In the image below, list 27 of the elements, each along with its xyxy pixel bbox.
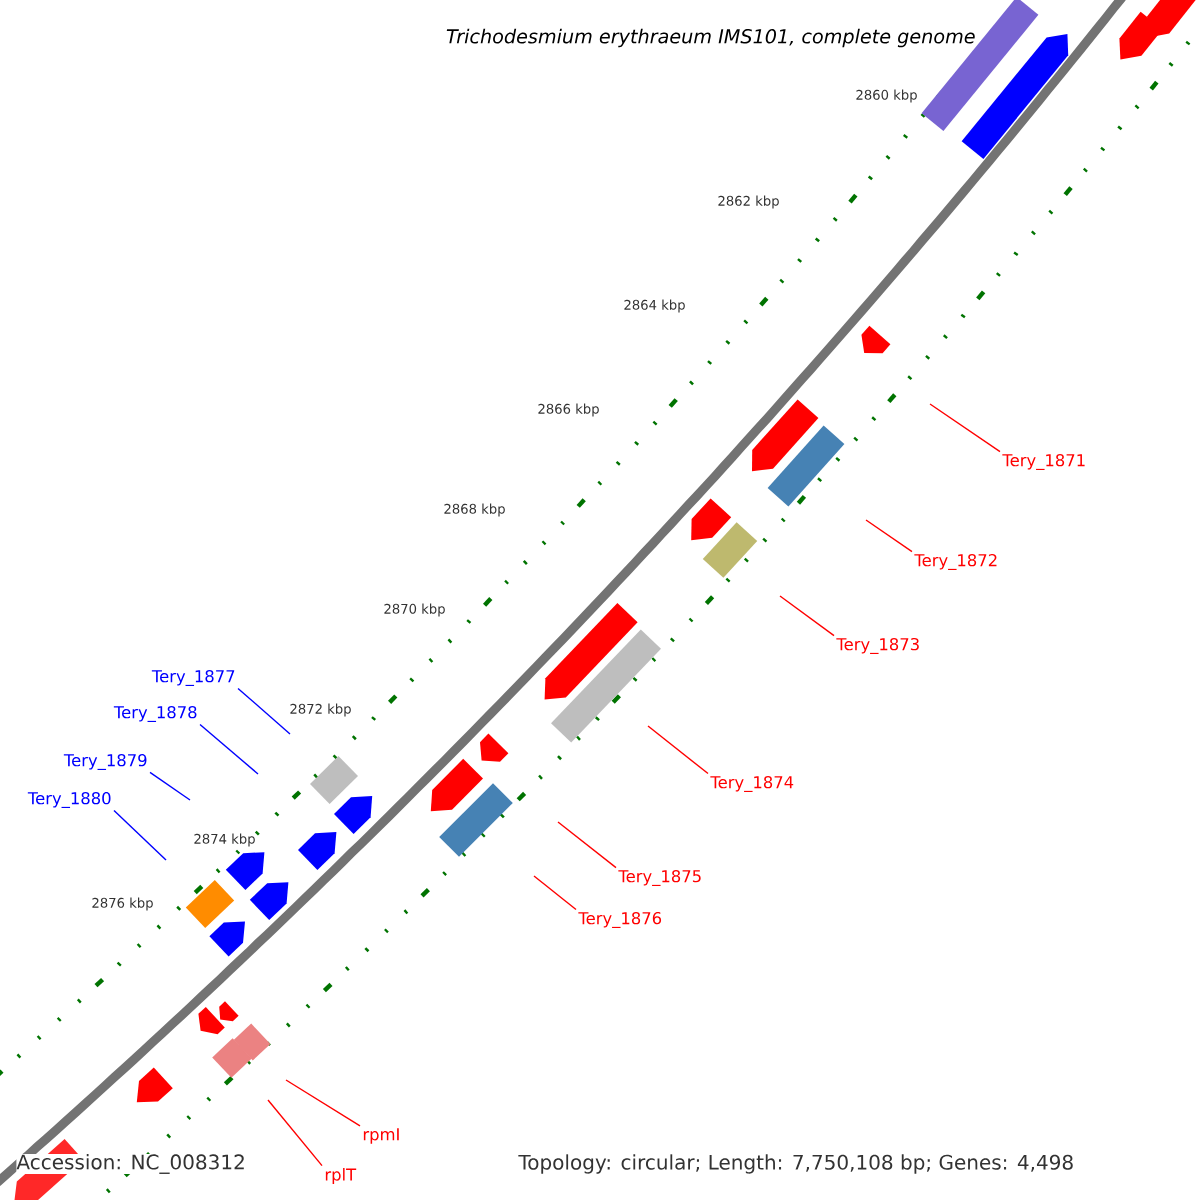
gene-label: Tery_1874: [710, 776, 794, 792]
leader-line: [929, 403, 1001, 453]
title: Trichodesmium erythraeum IMS101, complete genome: [446, 28, 975, 48]
leader-line: [533, 875, 577, 911]
leader-line: [237, 687, 291, 735]
leader-line: [557, 821, 617, 869]
gene-label: Tery_1873: [836, 638, 919, 654]
gene-label: Tery_1879: [63, 754, 147, 770]
leader-line: [865, 519, 913, 553]
gene-label: Tery_1871: [1002, 453, 1085, 470]
leader-line: [779, 595, 835, 637]
gene-label: rplT: [325, 1168, 357, 1184]
leader-line: [113, 809, 167, 861]
leader-line: [149, 771, 191, 801]
leader-line: [647, 725, 709, 775]
gene-label: Tery_1875: [618, 870, 701, 886]
gene-label: rpmI: [363, 1128, 399, 1144]
footer-text: Topology: circular; Length: 7,750,108 bp; Genes: 4,498: [518, 1154, 1075, 1174]
gene-label: Tery_1876: [578, 912, 662, 928]
gene-label: Tery_1878: [113, 706, 197, 722]
gene-label: Tery_1872: [914, 554, 997, 570]
gene-label: Tery_1877: [151, 670, 235, 686]
leader-line: [267, 1099, 323, 1167]
gene-label: Tery_1880: [27, 792, 111, 808]
footer-text: Accession: NC_008312: [16, 1154, 246, 1174]
leader-line: [285, 1079, 361, 1127]
leader-line: [199, 723, 259, 775]
